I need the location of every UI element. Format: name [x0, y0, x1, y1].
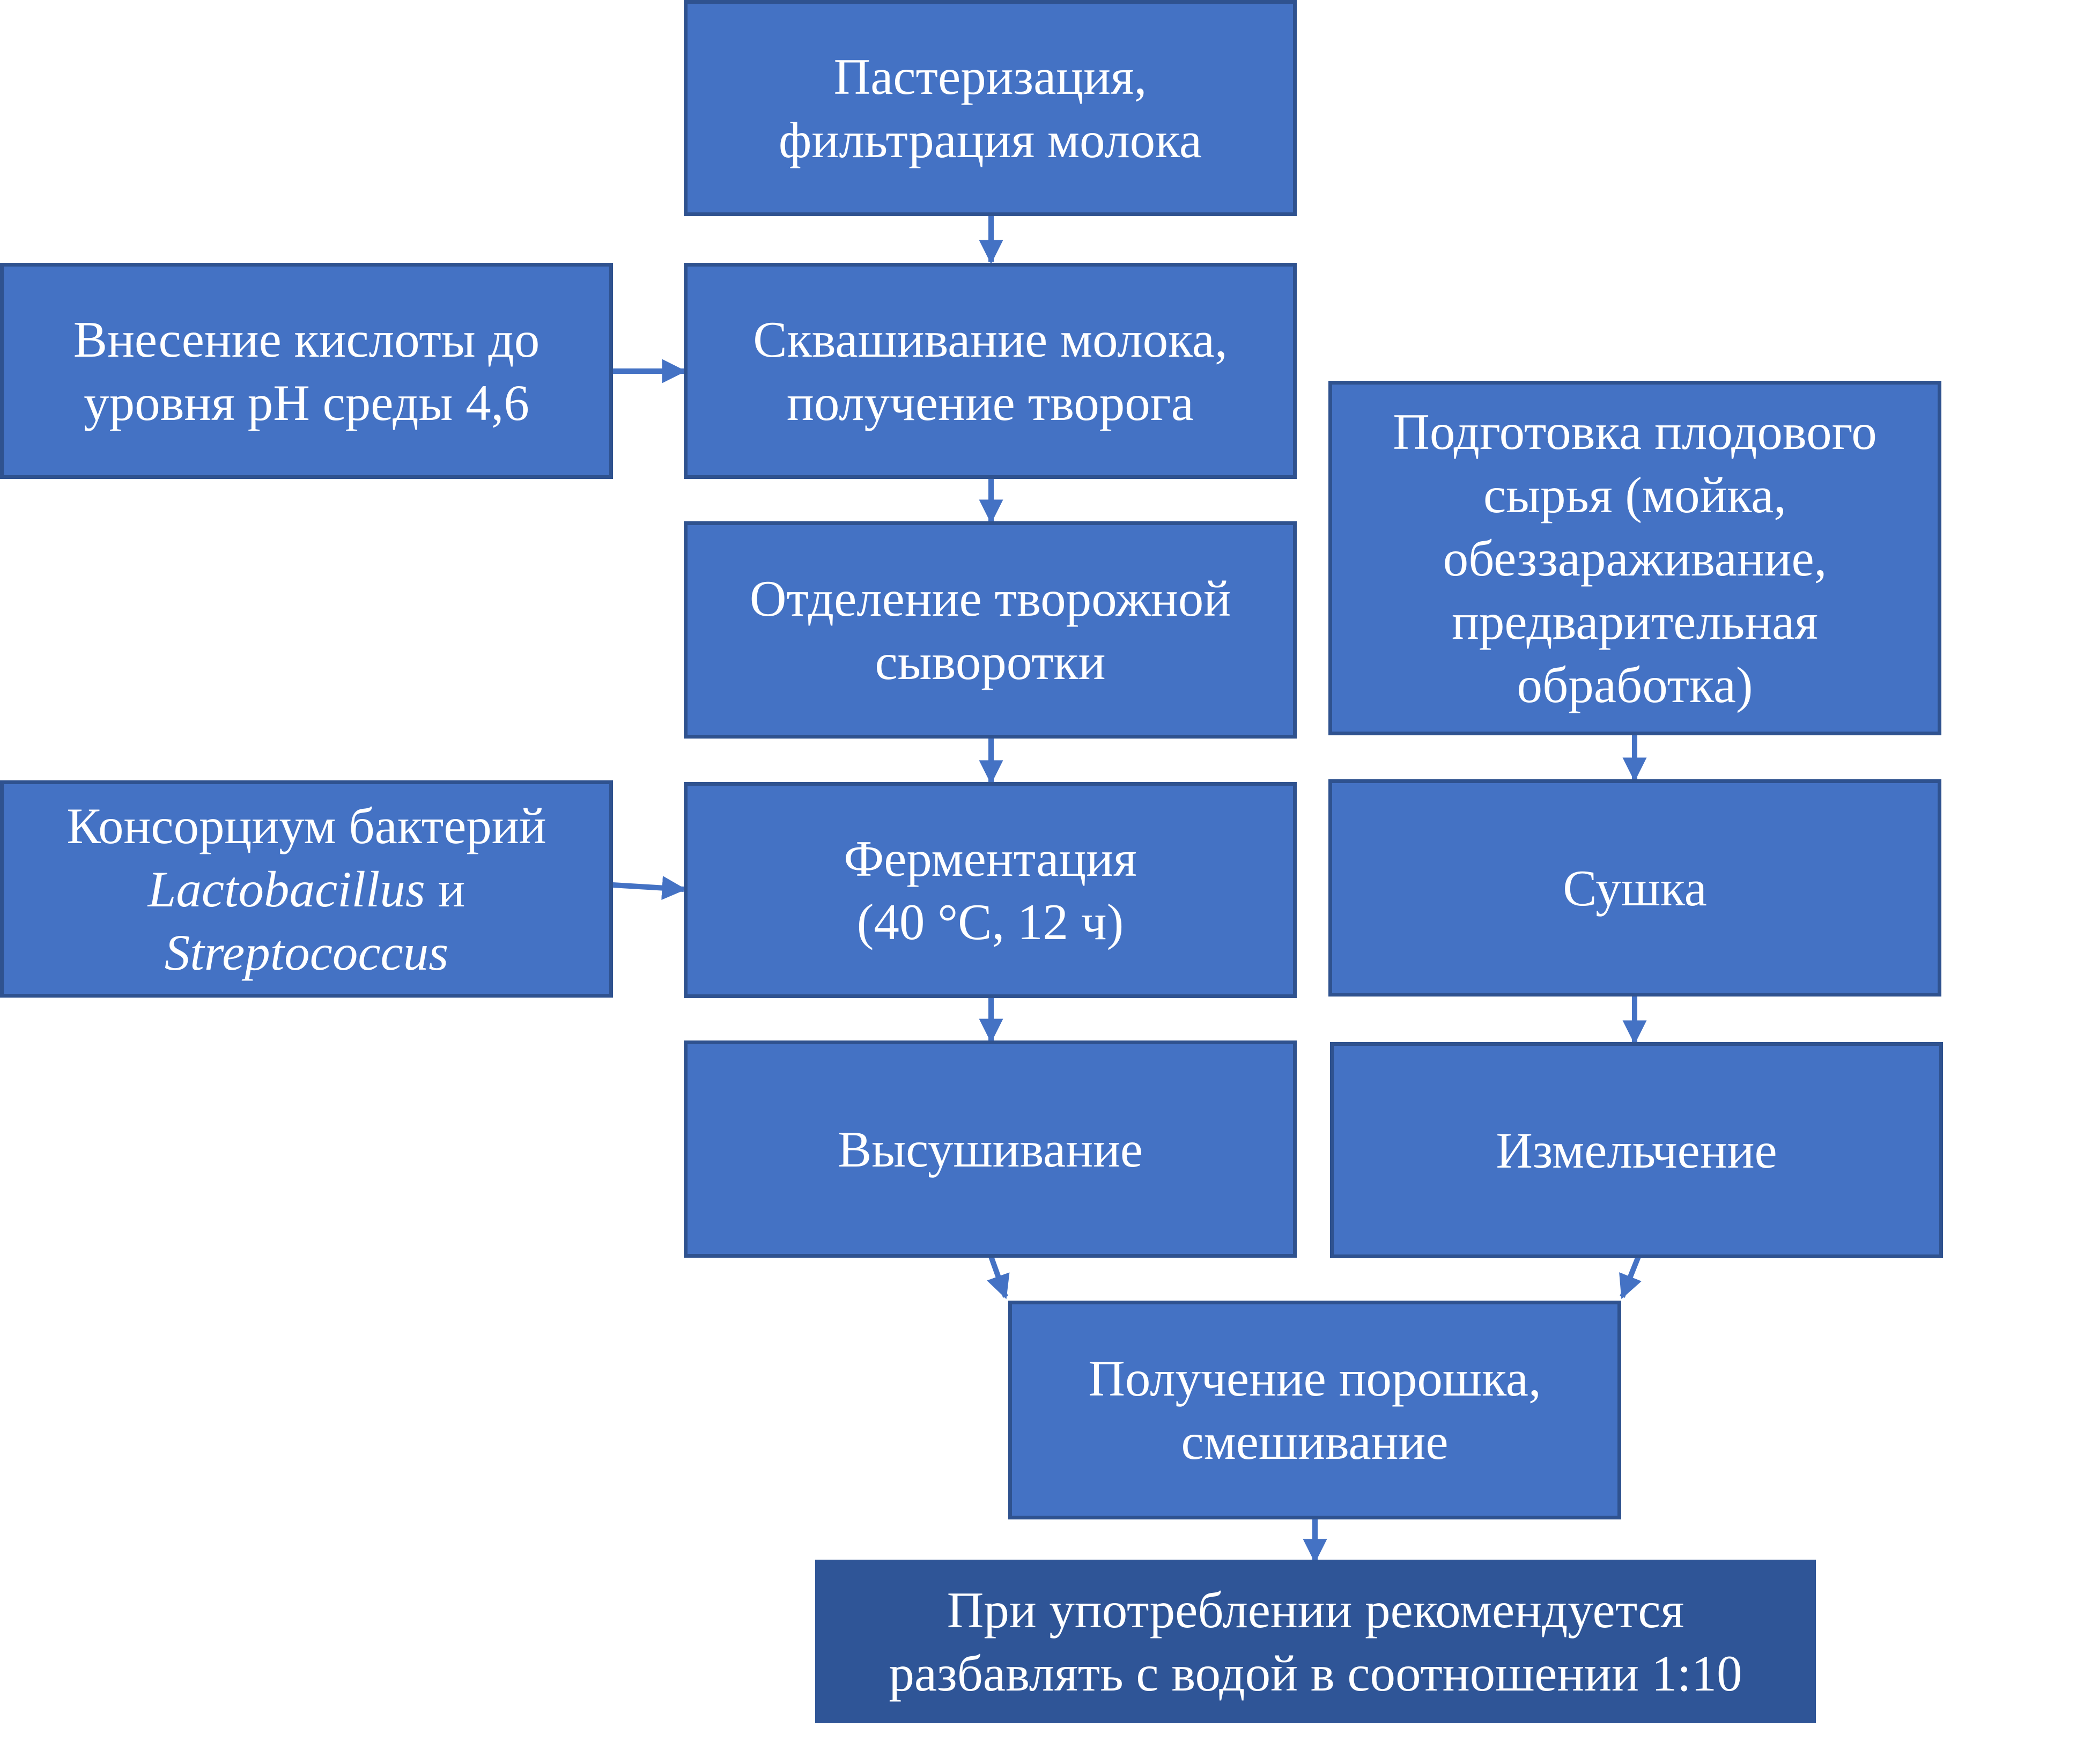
step-souring-line2: получение творога	[787, 374, 1194, 431]
step-whey-separation: Отделение творожной сыворотки	[684, 521, 1297, 739]
step-powder-mixing-line1: Получение порошка,	[1088, 1350, 1541, 1407]
step-acid-addition: Внесение кислоты до уровня pH среды 4,6	[0, 263, 613, 479]
step-bacteria-line2: Lactobacillus и	[67, 858, 546, 921]
step-acid-addition-line1: Внесение кислоты до	[73, 311, 540, 368]
step-bacteria-line3: Streptococcus	[67, 921, 546, 984]
step-drying-out: Высушивание	[684, 1040, 1297, 1258]
step-fermentation-line1: Ферментация	[844, 830, 1137, 887]
step-fruit-prep-line1: Подготовка плодового	[1393, 403, 1877, 460]
genus-lactobacillus: Lactobacillus	[147, 860, 425, 918]
step-pasteurization: Пастеризация, фильтрация молока	[684, 0, 1297, 216]
step-souring-line1: Сквашивание молока,	[753, 311, 1228, 368]
step-fruit-prep: Подготовка плодового сырья (мойка, обезз…	[1328, 381, 1941, 735]
step-powder-mixing: Получение порошка, смешивание	[1008, 1301, 1621, 1519]
step-fruit-prep-line3: обеззараживание,	[1443, 529, 1827, 587]
step-fruit-prep-line5: обработка)	[1517, 656, 1753, 713]
conjunction: и	[438, 860, 466, 918]
arrow-grinding-to-powder	[1619, 1256, 1642, 1300]
step-souring: Сквашивание молока, получение творога	[684, 263, 1297, 479]
step-fermentation-line2: (40 °С, 12 ч)	[856, 893, 1124, 950]
step-recommendation: При употреблении рекомендуется разбавлят…	[815, 1560, 1816, 1723]
step-grinding: Измельчение	[1330, 1042, 1943, 1258]
step-powder-mixing-line2: смешивание	[1181, 1413, 1449, 1470]
step-fermentation: Ферментация (40 °С, 12 ч)	[684, 782, 1297, 998]
arrow-drying-out-to-powder	[987, 1256, 1010, 1300]
genus-streptococcus: Streptococcus	[164, 924, 449, 981]
step-bacteria-line1: Консорциум бактерий	[67, 797, 546, 854]
step-whey-separation-line1: Отделение творожной	[749, 570, 1231, 627]
step-grinding-label: Измельчение	[1496, 1121, 1777, 1179]
step-recommendation-line2: разбавлять с водой в соотношении 1:10	[889, 1644, 1742, 1702]
step-drying-out-label: Высушивание	[837, 1120, 1143, 1178]
step-pasteurization-line1: Пастеризация,	[833, 48, 1147, 105]
step-fruit-prep-line2: сырья (мойка,	[1483, 466, 1786, 523]
step-whey-separation-line2: сыворотки	[875, 633, 1106, 690]
step-recommendation-line1: При употреблении рекомендуется	[947, 1581, 1684, 1638]
step-drying-label: Сушка	[1563, 859, 1707, 917]
step-pasteurization-line2: фильтрация молока	[778, 111, 1202, 168]
step-fruit-prep-line4: предварительная	[1452, 593, 1818, 650]
step-bacteria-consortium: Консорциум бактерий Lactobacillus и Stre…	[0, 780, 613, 998]
step-acid-addition-line2: уровня pH среды 4,6	[84, 374, 529, 431]
step-drying: Сушка	[1328, 779, 1941, 997]
arrow-bacteria-to-fermentation	[612, 876, 686, 901]
